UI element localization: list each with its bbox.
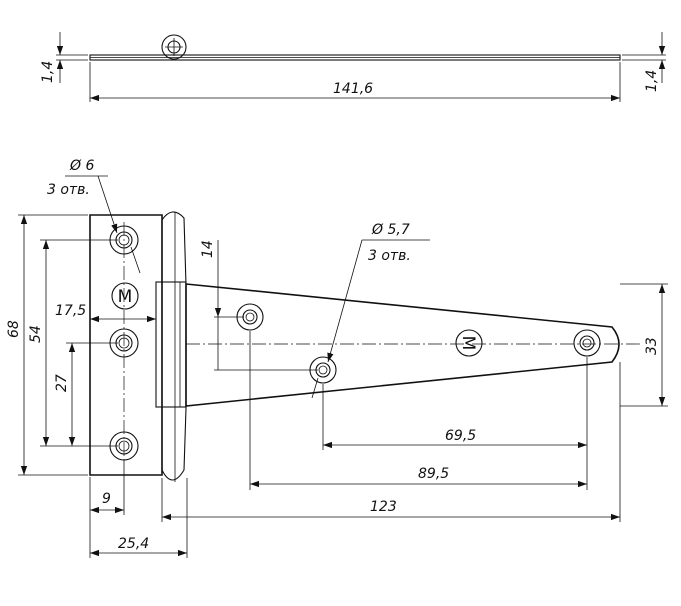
dim-strap-height: 33 <box>644 337 660 355</box>
tapered-strap <box>185 283 620 407</box>
dim-strap-span-outer: 89,5 <box>418 466 449 482</box>
dim-strap-span-inner: 69,5 <box>445 428 476 444</box>
dim-thickness-left: 1,4 <box>40 61 56 83</box>
svg-text:M: M <box>118 287 133 307</box>
svg-text:M: M <box>458 336 478 351</box>
dim-strap-length: 123 <box>370 499 397 515</box>
knuckle-sleeve <box>155 281 187 408</box>
dim-leaf-hole-edge: 9 <box>102 491 111 507</box>
knuckle-top-view <box>161 34 187 60</box>
dim-overall-length: 141,6 <box>333 81 373 97</box>
top-view: 1,4 1,4 141,6 <box>40 32 666 102</box>
dim-leaf-hole-half-span: 27 <box>54 374 70 392</box>
front-view: M M Ø 6 3 отв. 68 54 27 17,5 <box>6 158 668 558</box>
knuckle-barrel <box>161 211 187 481</box>
dim-leaf-hole-span: 54 <box>28 325 44 343</box>
callout-strap-hole-diameter: Ø 5,7 <box>371 222 410 238</box>
brand-logo-strap: M <box>455 329 483 357</box>
dim-leaf-height: 68 <box>6 320 22 338</box>
brand-logo-leaf: M <box>111 282 139 310</box>
callout-leaf-hole-count: 3 отв. <box>47 182 90 198</box>
dim-strap-hole-offset: 14 <box>200 240 216 258</box>
rectangular-leaf <box>89 214 163 476</box>
dim-leaf-width: 25,4 <box>118 536 149 552</box>
dim-leaf-hole-to-knuckle: 17,5 <box>55 303 86 319</box>
callout-leaf-hole-diameter: Ø 6 <box>69 158 94 174</box>
strap-hole-3 <box>573 329 601 357</box>
dim-thickness-right: 1,4 <box>644 70 660 92</box>
callout-strap-hole-count: 3 отв. <box>368 248 411 264</box>
